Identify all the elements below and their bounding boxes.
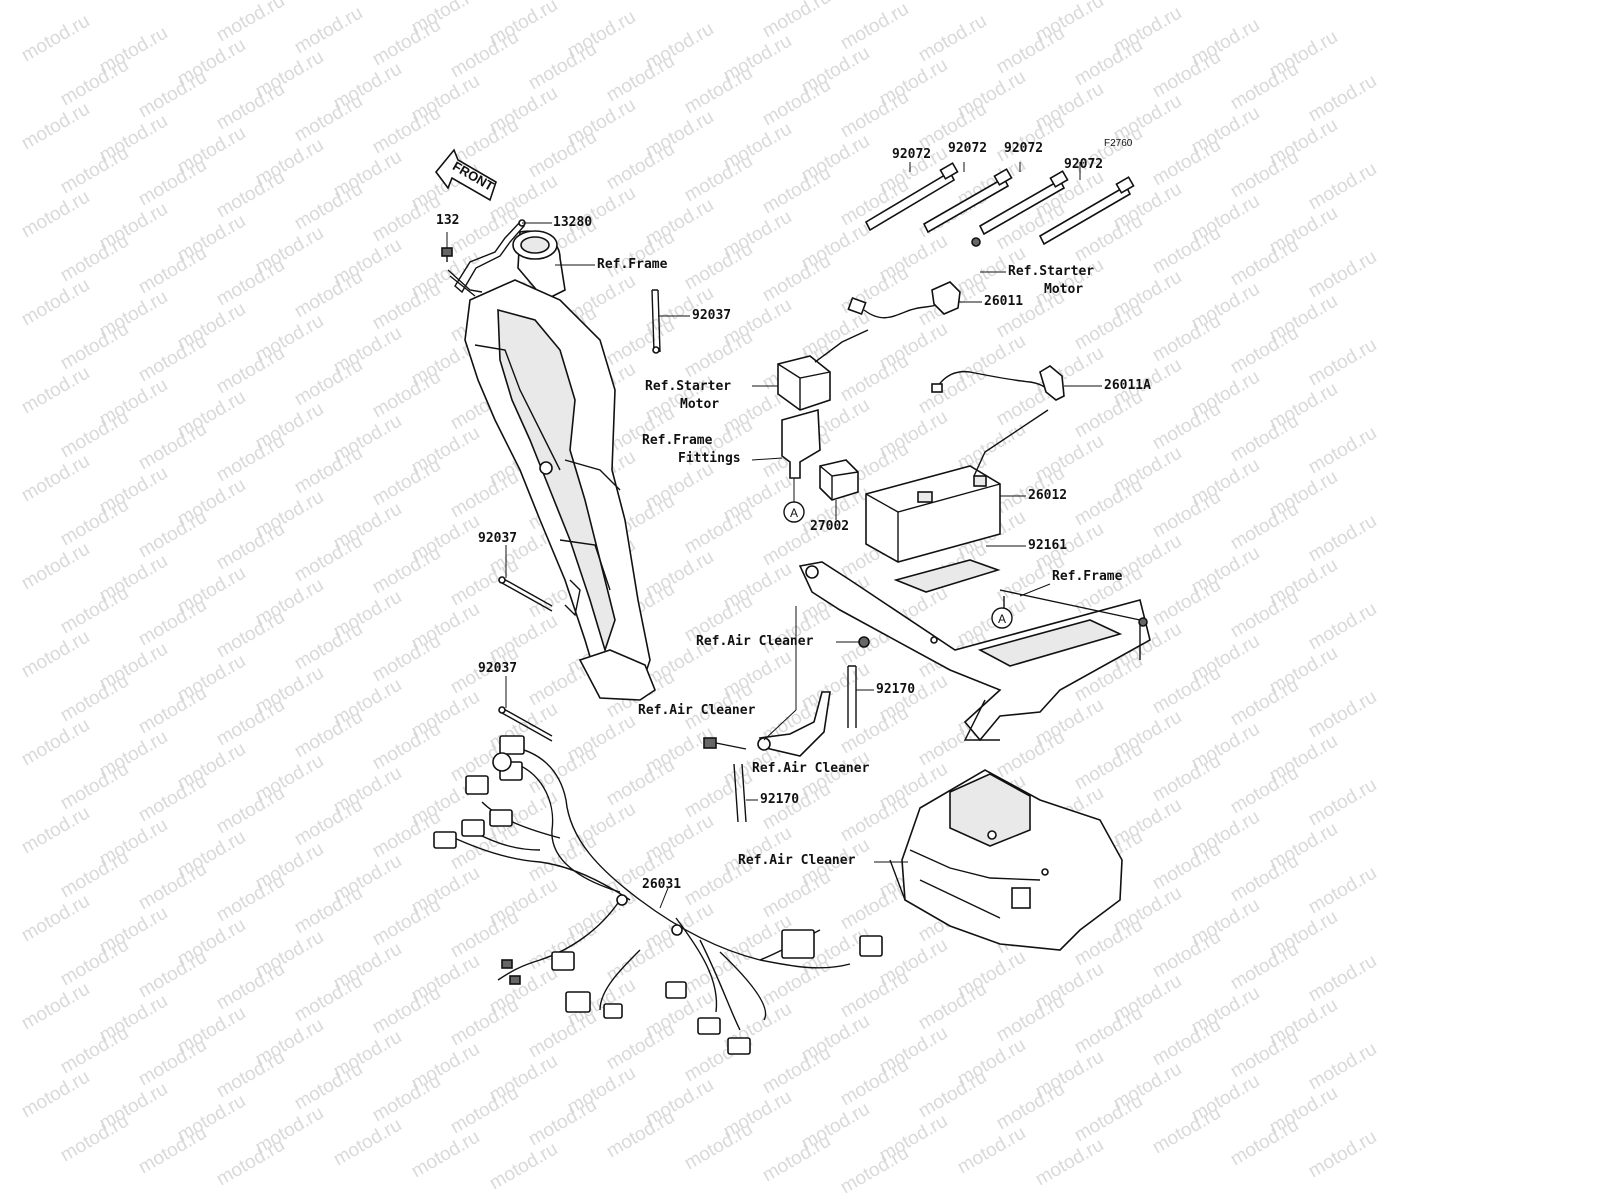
bolt-132-part: [441, 247, 453, 262]
label-92037-top: 92037: [692, 308, 732, 323]
fuse-27002-part: [819, 459, 859, 520]
callout-a-right-label: A: [998, 612, 1006, 626]
callout-a-right: A: [991, 607, 1013, 629]
label-ref-frame-top: Ref.Frame: [597, 257, 668, 272]
label-92037-low: 92037: [478, 661, 518, 676]
label-92072-3: 92072: [1004, 141, 1044, 156]
pad-92161-part: [893, 559, 1001, 593]
figure-code: F2760: [1104, 138, 1133, 149]
cable-26011A-part: [931, 365, 1065, 401]
battery-tray-part: [798, 561, 1151, 742]
strap-92072-parts: [864, 162, 1135, 246]
label-26012: 26012: [1028, 488, 1068, 503]
clamp-92037-top-part: [651, 289, 661, 354]
label-92037-mid: 92037: [478, 531, 518, 546]
label-92170-low: 92170: [760, 792, 800, 807]
label-ref-starter-motor-left-2: Motor: [680, 397, 720, 412]
leader-lines: [446, 162, 1102, 909]
harness-26031-part: [433, 735, 883, 1055]
label-ref-frame-right: Ref.Frame: [1052, 569, 1123, 584]
label-26011: 26011: [984, 294, 1024, 309]
label-92161: 92161: [1028, 538, 1068, 553]
label-ref-starter-motor-right: Ref.Starter: [1008, 263, 1094, 281]
label-ref-air-cleaner-1: Ref.Air Cleaner: [696, 634, 814, 649]
callout-a-left: A: [783, 501, 805, 523]
label-ref-air-cleaner-4: Ref.Air Cleaner: [738, 853, 856, 868]
label-ref-starter-motor-right-2: Motor: [1044, 282, 1084, 297]
label-26031: 26031: [642, 877, 682, 892]
front-arrow-icon: FRONT: [434, 148, 497, 202]
label-ref-frame-fittings: Ref.Frame: [642, 433, 713, 448]
label-13280: 13280: [553, 215, 593, 230]
bracket-air-cleaner-part: [703, 636, 870, 823]
label-92072-2: 92072: [948, 141, 988, 156]
battery-26012-part: [865, 409, 1049, 563]
label-26011A: 26011A: [1104, 378, 1151, 393]
label-92072-1: 92072: [892, 147, 932, 162]
label-ref-air-cleaner-2: Ref.Air Cleaner: [638, 703, 756, 718]
clamp-92037-mid-part: [498, 576, 553, 612]
clamp-92037-low-part: [498, 706, 553, 742]
callout-a-left-label: A: [790, 506, 798, 520]
label-27002: 27002: [810, 519, 850, 534]
label-ref-air-cleaner-3: Ref.Air Cleaner: [752, 761, 870, 776]
label-ref-starter-motor-left: Ref.Starter: [645, 379, 732, 394]
frame-part: [464, 230, 656, 701]
air-cleaner-part: [889, 769, 1123, 951]
label-ref-frame-fittings-2: Fittings: [678, 451, 741, 466]
starter-relay-part: [777, 329, 869, 479]
cable-26011-part: [847, 237, 981, 319]
label-132: 132: [436, 213, 460, 228]
label-92170-top: 92170: [876, 682, 916, 697]
label-92072-4: 92072: [1064, 157, 1104, 172]
ref-starter-motor-right-line1: Ref.Starter: [1008, 264, 1095, 279]
